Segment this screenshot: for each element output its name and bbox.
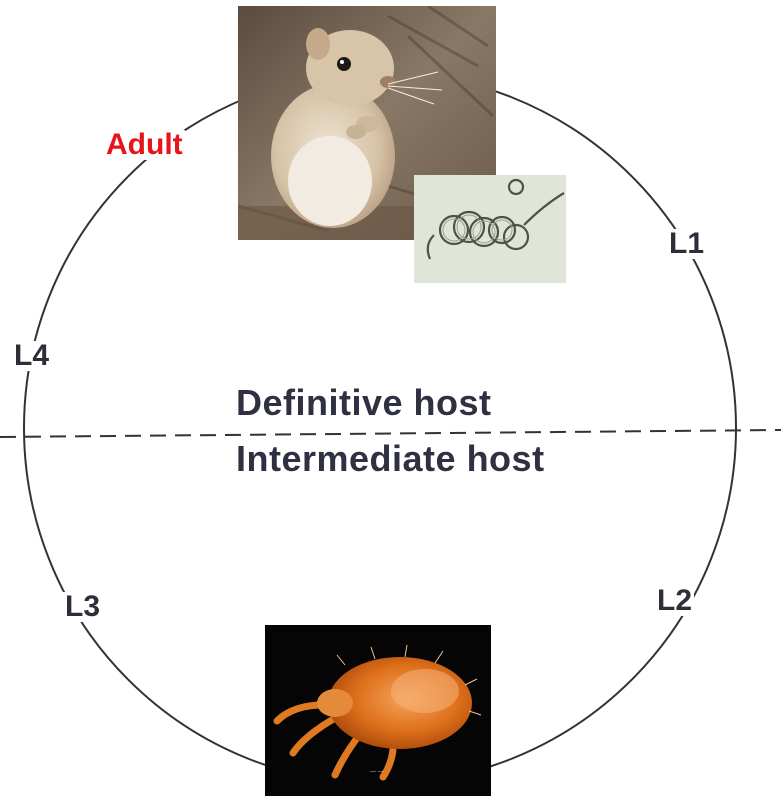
larva-micrograph xyxy=(414,175,566,283)
host-divider-line xyxy=(0,430,781,437)
svg-text:— —: — — xyxy=(370,769,384,775)
stage-label-l3: L3 xyxy=(63,592,102,622)
intermediate-host-photo: — — xyxy=(265,625,491,796)
stage-label-l1: L1 xyxy=(667,229,706,259)
definitive-host-label: Definitive host xyxy=(236,385,492,421)
stage-label-l4: L4 xyxy=(12,341,51,371)
stage-label-l2: L2 xyxy=(655,586,694,616)
intermediate-host-label: Intermediate host xyxy=(236,441,545,477)
stage-label-adult: Adult xyxy=(104,130,185,160)
